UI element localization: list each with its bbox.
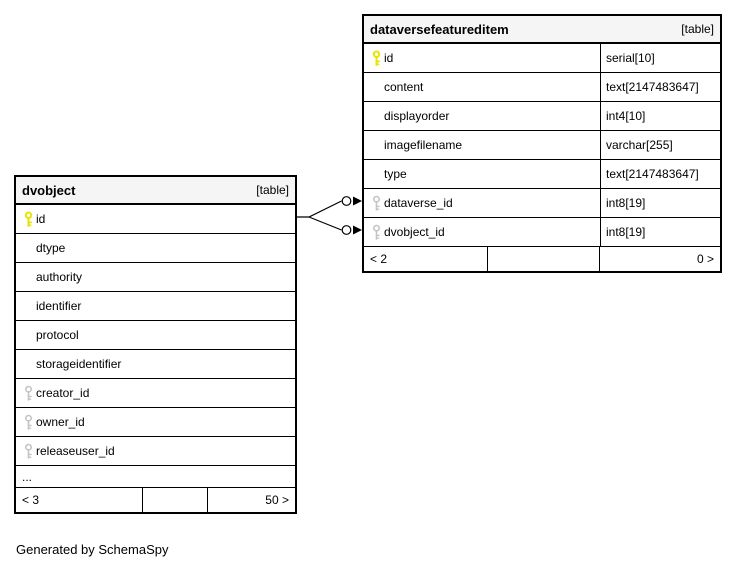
column-name: type <box>384 167 407 181</box>
footer-spacer <box>143 488 208 512</box>
table-footer: < 3 50 > <box>16 488 295 512</box>
table-dvobject: dvobject [table] id dtype authority iden… <box>14 175 297 514</box>
column-row-creator-id: creator_id <box>16 379 295 408</box>
column-row-displayorder: displayorder int4[10] <box>364 102 720 131</box>
column-row-type: type text[2147483647] <box>364 160 720 189</box>
column-row-protocol: protocol <box>16 321 295 350</box>
column-name: dvobject_id <box>384 225 445 239</box>
column-name: protocol <box>36 328 79 342</box>
column-type: varchar[255] <box>600 131 720 159</box>
foreign-key-icon <box>24 443 33 459</box>
column-name: id <box>384 51 394 65</box>
column-type: int8[19] <box>600 218 720 246</box>
zero-or-one-circle-icon <box>341 225 352 235</box>
column-name: authority <box>36 270 83 284</box>
column-row-dataverse-id: dataverse_id int8[19] <box>364 189 720 218</box>
column-name: id <box>36 212 46 226</box>
column-row-dtype: dtype <box>16 234 295 263</box>
column-name: owner_id <box>36 415 85 429</box>
column-type: int4[10] <box>600 102 720 130</box>
zero-or-one-circle-icon <box>341 196 352 206</box>
column-row-identifier: identifier <box>16 292 295 321</box>
generated-by-label: Generated by SchemaSpy <box>16 542 169 557</box>
footer-relations-count: < 2 <box>364 247 488 271</box>
table-title[interactable]: dataversefeatureditem <box>370 21 509 37</box>
column-name: releaseuser_id <box>36 444 115 458</box>
column-name: displayorder <box>384 109 450 123</box>
foreign-key-icon <box>372 224 381 240</box>
column-name: identifier <box>36 299 82 313</box>
column-type: text[2147483647] <box>600 160 720 188</box>
primary-key-icon <box>24 210 33 227</box>
foreign-key-icon <box>24 385 33 401</box>
column-name: content <box>384 80 424 94</box>
relationship-line <box>308 216 342 231</box>
footer-rows-count: 0 > <box>696 252 714 266</box>
primary-key-icon <box>372 49 381 66</box>
column-row-id: id <box>16 205 295 234</box>
arrowhead-icon <box>353 196 362 206</box>
table-header: dvobject [table] <box>16 177 295 205</box>
footer-rows-count: 50 > <box>265 493 289 507</box>
arrowhead-icon <box>353 225 362 235</box>
column-row-dvobject-id: dvobject_id int8[19] <box>364 218 720 247</box>
relationship-line <box>297 200 342 218</box>
column-name: dataverse_id <box>384 196 453 210</box>
column-row-storageidentifier: storageidentifier <box>16 350 295 379</box>
footer-relations-count: < 3 <box>16 488 143 512</box>
column-name: creator_id <box>36 386 90 400</box>
column-name: imagefilename <box>384 138 463 152</box>
footer-spacer <box>488 247 600 271</box>
column-type: text[2147483647] <box>600 73 720 101</box>
column-type: serial[10] <box>600 44 720 72</box>
column-row-imagefilename: imagefilename varchar[255] <box>364 131 720 160</box>
table-title[interactable]: dvobject <box>22 182 76 198</box>
column-name: storageidentifier <box>36 357 122 371</box>
column-row-releaseuser-id: releaseuser_id <box>16 437 295 466</box>
hidden-columns-ellipsis: ... <box>16 466 295 488</box>
foreign-key-icon <box>372 195 381 211</box>
column-row-authority: authority <box>16 263 295 292</box>
column-type: int8[19] <box>600 189 720 217</box>
table-type-tag: [table] <box>256 183 289 197</box>
table-footer: < 2 0 > <box>364 247 720 271</box>
column-row-id: id serial[10] <box>364 44 720 73</box>
table-header: dataversefeatureditem [table] <box>364 16 720 44</box>
foreign-key-icon <box>24 414 33 430</box>
table-type-tag: [table] <box>681 22 714 36</box>
table-dataversefeatureditem: dataversefeatureditem [table] id serial[… <box>362 14 722 273</box>
column-name: dtype <box>36 241 66 255</box>
column-row-content: content text[2147483647] <box>364 73 720 102</box>
column-row-owner-id: owner_id <box>16 408 295 437</box>
